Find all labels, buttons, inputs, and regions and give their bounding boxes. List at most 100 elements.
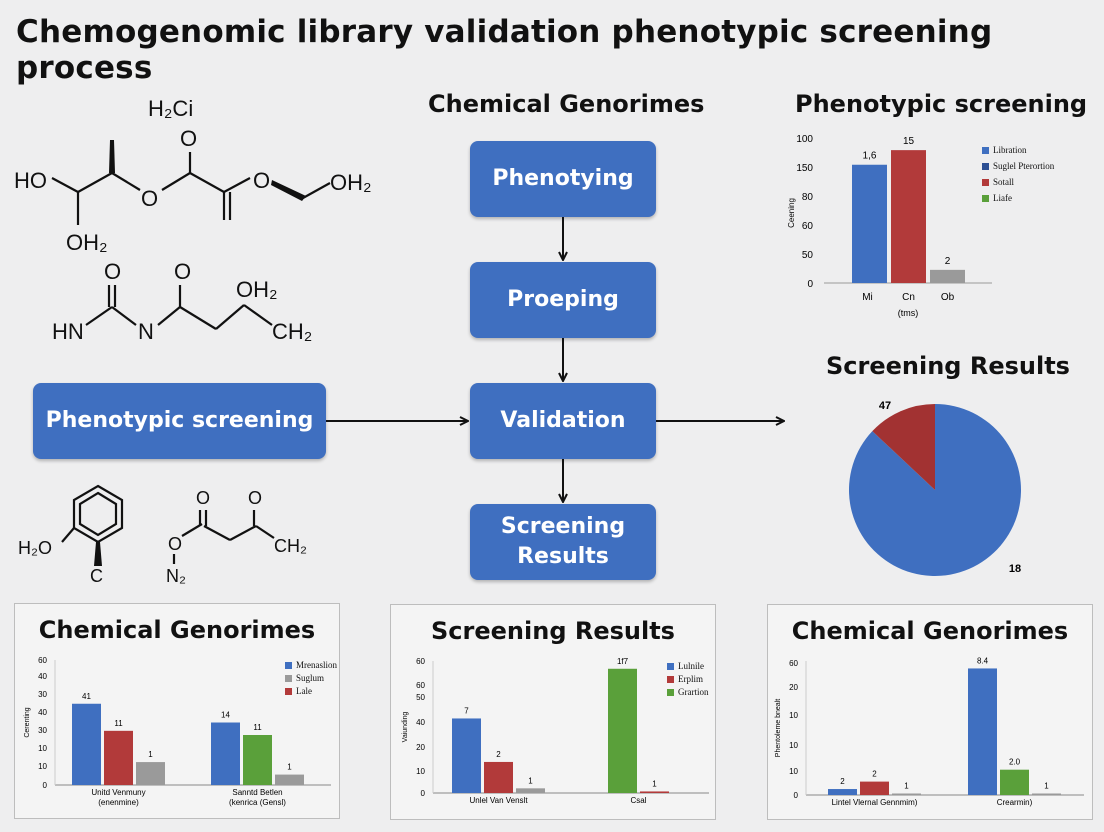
bar-top-legend-label: Libration (993, 145, 1027, 155)
panel-left-ytick: 40 (38, 708, 47, 717)
panel-right-ylabel: Phentoleme bnealt (775, 699, 782, 757)
panel-right-ytick: 20 (789, 683, 798, 692)
panel-mid-title: Screening Results (431, 617, 675, 645)
molecule-2-label-o2: O (174, 259, 191, 284)
panel-left-bar (104, 730, 133, 785)
panel-left-group-label: (kenrica (Gensl) (229, 798, 286, 807)
molecule-1-label-oh2-right: OH₂ (330, 170, 372, 195)
panel-right-data-label: 8.4 (977, 656, 989, 665)
panel-right-bar (860, 781, 889, 795)
panel-left-bar (275, 774, 304, 785)
flow-step-3: Validation (470, 383, 656, 459)
flow-step-2: Proeping (470, 262, 656, 338)
bar-top-ytick: 100 (796, 134, 813, 145)
bar-top-ytick: 50 (802, 250, 814, 261)
pie-heading: Screening Results (826, 352, 1070, 380)
molecule-4-label-o1: O (196, 488, 210, 508)
panel-mid-ytick: 20 (416, 743, 425, 752)
panel-mid-ytick: 60 (416, 657, 425, 666)
panel-mid-legend-item: Lulnile (667, 661, 709, 671)
molecule-1-label-o1: O (141, 186, 158, 211)
panel-mid-ytick: 0 (421, 789, 426, 798)
bar-top-ytick: 60 (802, 221, 814, 232)
bar-top-xlabel: (tms) (898, 308, 919, 318)
panel-mid-legend-swatch (667, 675, 674, 683)
panel-left-data-label: 14 (221, 711, 230, 720)
bar-top-legend-label: Liafe (993, 193, 1012, 203)
panel-left-ytick: 60 (38, 656, 47, 665)
molecule-2-label-o1: O (104, 259, 121, 284)
panel-left-legend-label: Suglum (296, 673, 325, 683)
bar-top-ytick: 0 (807, 279, 813, 290)
panel-left-group-label: Sanntd Betlen (232, 788, 282, 797)
molecule-3-label-c: C (90, 566, 103, 586)
pie-label: 18 (1009, 563, 1021, 575)
panel-left-bar (72, 703, 101, 785)
panel-right-data-label: 2 (840, 777, 845, 786)
panel-mid-legend-label: Erplim (678, 674, 703, 684)
panel-mid-legend-swatch (667, 688, 674, 696)
panel-left-bar (211, 722, 240, 785)
panel-left-group-label: Unitd Venmuny (91, 788, 145, 797)
pie-slice (872, 404, 935, 490)
panel-mid-ytick: 40 (416, 718, 425, 727)
panel-left-ylabel: Cerenting (24, 707, 31, 737)
bar-top-legend-item: Libration (982, 145, 1054, 155)
bar-top-ytick: 80 (802, 192, 814, 203)
molecule-2-label-hn: HN (52, 319, 84, 344)
panel-mid-data-label: 2 (496, 750, 501, 759)
panel-left-legend-swatch (285, 674, 292, 682)
molecule-1-label-o3: O (253, 168, 270, 193)
panel-left-data-label: 41 (82, 692, 91, 701)
panel-left-legend-item: Lale (285, 686, 337, 696)
bar-top-legend-label: Suglel Pterortion (993, 161, 1055, 171)
panel-left-legend-item: Mrenaslion (285, 660, 337, 670)
panel-right-group-label: Lintel Vlernal Gennmim) (832, 798, 918, 807)
panel-left-ytick: 30 (38, 726, 47, 735)
molecule-2-label-oh2: OH₂ (236, 277, 278, 302)
bar-top-bar (930, 269, 965, 283)
molecule-4-label-o2: O (248, 488, 262, 508)
panel-mid-legend-item: Erplim (667, 674, 709, 684)
panel-mid-group-label: Csal (630, 796, 646, 805)
panel-right-data-label: 1 (904, 782, 909, 791)
panel-left-data-label: 11 (253, 723, 262, 732)
molecule-1-label-o2: O (180, 126, 197, 151)
panel-mid-ytick: 60 (416, 681, 425, 690)
panel-left-data-label: 11 (114, 719, 123, 728)
panel-mid-data-label: 7 (464, 706, 469, 715)
bar-top-heading: Phenotypic screening (795, 90, 1088, 118)
molecule-2-label-n: N (138, 319, 154, 344)
panel-right-title: Chemical Genorimes (791, 617, 1069, 645)
panel-right-data-label: 1 (1044, 782, 1049, 791)
panel-left-group-label: (enenmine) (98, 798, 139, 807)
panel-left-ytick: 40 (38, 672, 47, 681)
panel-mid-data-label: 1 (652, 779, 657, 788)
molecule-2: O O OH₂ HN N CH₂ (52, 259, 312, 344)
panel-right-data-label: 2 (872, 770, 877, 779)
panel-mid-bar (452, 718, 481, 793)
panel-left-bar (136, 762, 165, 785)
bar-top-category: Mi (862, 292, 873, 303)
panel-left-data-label: 1 (148, 750, 153, 759)
panel-mid-ytick: 50 (416, 693, 425, 702)
bar-top-legend-label: Sotall (993, 177, 1015, 187)
bar-top-legend-item: Suglel Pterortion (982, 161, 1054, 171)
panel-mid-group-label: Unlel Van Venslt (469, 796, 528, 805)
panel-right-bar (1032, 793, 1061, 795)
panel-right-ytick: 0 (794, 791, 799, 800)
molecule-1-label-top: H₂Ci (148, 96, 193, 121)
panel-mid-ytick: 10 (416, 767, 425, 776)
panel-left-bar (243, 735, 272, 785)
panel-right-bar (968, 668, 997, 795)
bar-top-ylabel: Ceening (787, 198, 796, 228)
panel-left-legend-label: Lale (296, 686, 312, 696)
panel-right-bar (828, 789, 857, 795)
